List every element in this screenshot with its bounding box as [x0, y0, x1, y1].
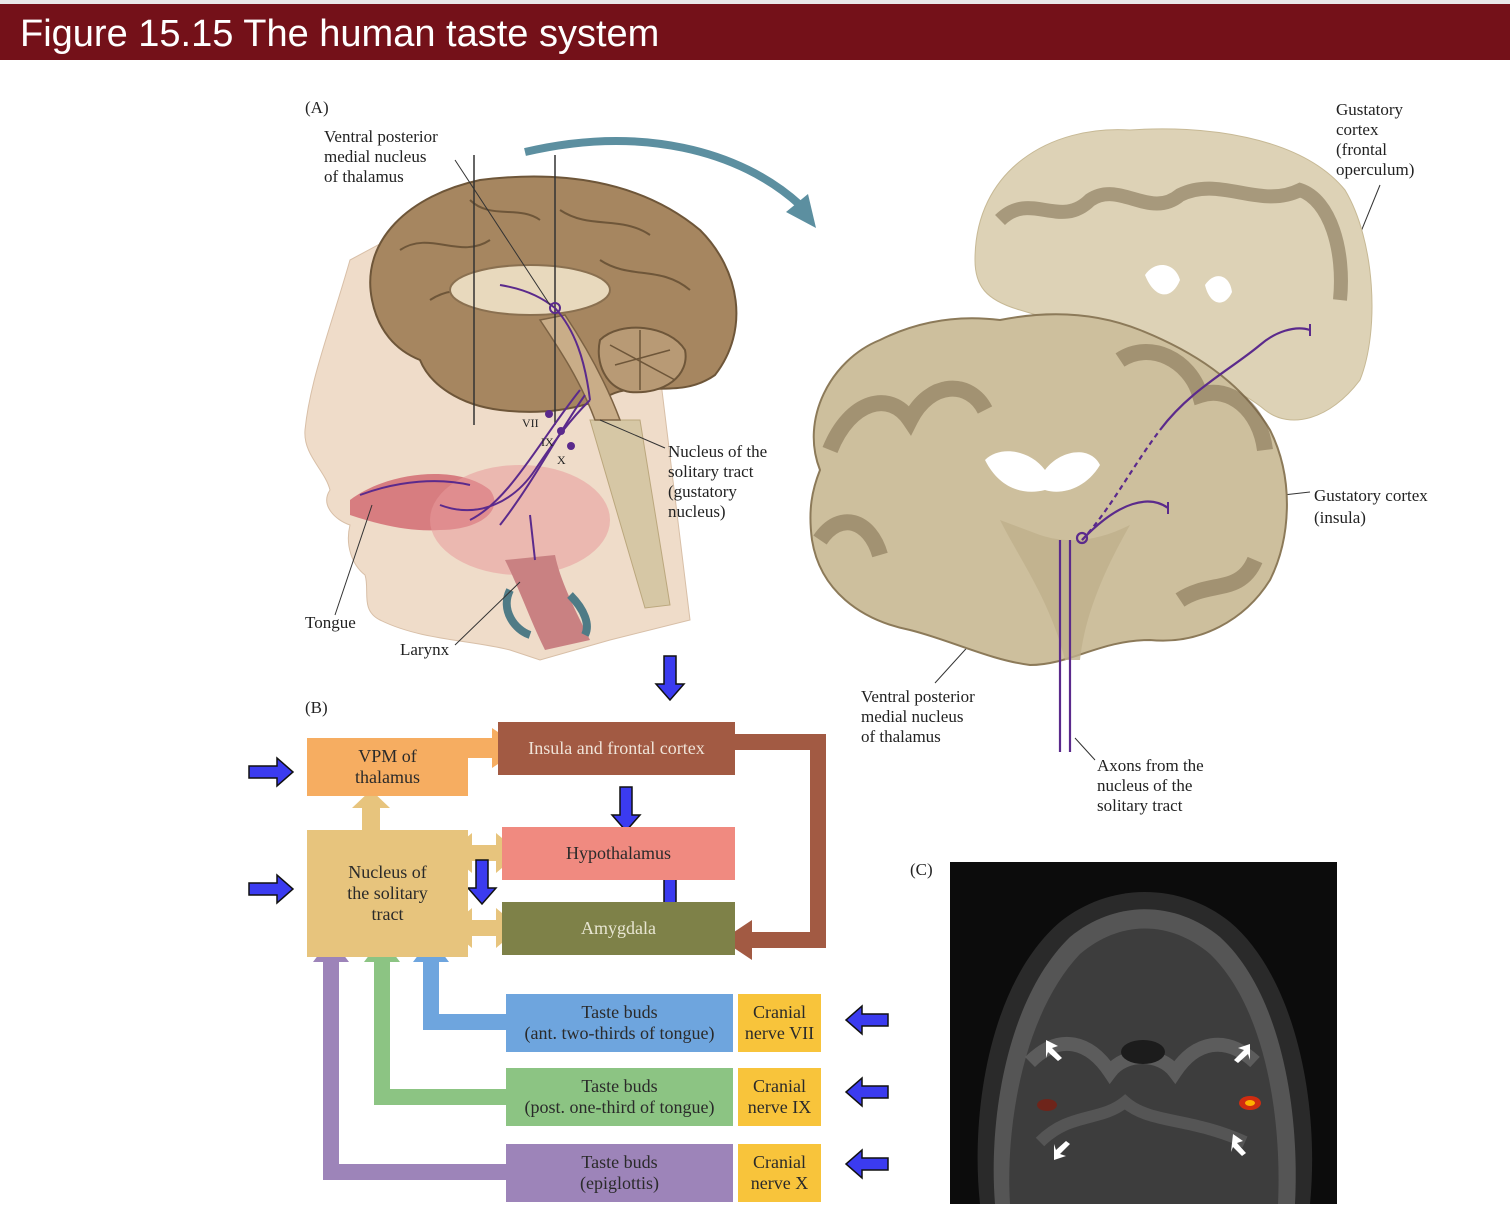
panel-a-letter: (A): [305, 98, 329, 117]
pharynx: [505, 555, 590, 650]
panel-b-letter: (B): [305, 698, 328, 717]
spinal-column: [589, 419, 671, 609]
gustatory-pathway-coronal: [1058, 327, 1311, 752]
blue-arrow-left-vii: [844, 1004, 889, 1036]
taste-post-connector: [374, 960, 506, 1105]
label-vpm-bottom: Ventral posterior medial nucleus of thal…: [861, 687, 975, 746]
label-axons: Axons from the nucleus of the solitary t…: [1097, 756, 1204, 815]
box-amygdala: Amygdala: [502, 902, 735, 955]
label-gustatory-frontal: Gustatory cortex (frontal operculum): [1336, 100, 1415, 179]
corpus-callosum: [449, 264, 611, 316]
vpm-to-insula-arrow: [468, 728, 522, 768]
box-taste-ant: Taste buds (ant. two-thirds of tongue): [506, 994, 733, 1052]
label-nucleus-solitary: Nucleus of the solitary tract (gustatory…: [668, 442, 768, 521]
blue-arrow-down-insula: [610, 786, 642, 833]
blue-arrow-left-ix: [844, 1076, 889, 1108]
label-nerve-vii: VII: [522, 416, 539, 430]
insula-to-amygdala-arrow: [735, 734, 826, 948]
cerebellum: [597, 326, 687, 394]
larynx-shape: [502, 588, 532, 639]
label-nerve-x: X: [557, 453, 566, 467]
panel-c-letter: (C): [910, 860, 933, 879]
box-nucleus-solitary: Nucleus of the solitary tract: [307, 830, 468, 957]
blue-arrow-right-nucleus: [248, 873, 295, 905]
box-insula: Insula and frontal cortex: [498, 722, 735, 775]
label-nerve-ix: IX: [541, 435, 554, 449]
label-gustatory-insula: Gustatory cortex (insula): [1314, 486, 1428, 527]
blue-arrow-down-nucleus: [466, 859, 498, 906]
mri-white-arrows: [1046, 1040, 1250, 1160]
taste-ant-connector: [423, 960, 506, 1030]
taste-epi-connector: [323, 960, 506, 1180]
figure-title: Figure 15.15 The human taste system: [0, 0, 1510, 60]
throat-shading: [430, 465, 610, 575]
label-larynx: Larynx: [400, 640, 450, 659]
box-vpm: VPM of thalamus: [307, 738, 468, 796]
label-tongue: Tongue: [305, 613, 356, 632]
mri-scan: [950, 862, 1337, 1204]
box-cranial-ix: Cranial nerve IX: [738, 1068, 821, 1126]
blue-arrow-right-vpm: [248, 756, 295, 788]
blue-arrow-left-x: [844, 1148, 889, 1180]
nucleus-to-vpm-arrow: [352, 790, 390, 830]
box-cranial-x: Cranial nerve X: [738, 1144, 821, 1202]
label-vpm-top: Ventral posterior medial nucleus of thal…: [324, 127, 438, 186]
brainstem: [538, 314, 622, 421]
blue-arrow-down-top: [654, 655, 686, 702]
curved-arrow: [524, 137, 803, 208]
gustatory-pathway-a: [359, 284, 591, 561]
box-hypothalamus: Hypothalamus: [502, 827, 735, 880]
box-cranial-vii: Cranial nerve VII: [738, 994, 821, 1052]
mri-image: [977, 892, 1313, 1204]
box-taste-epi: Taste buds (epiglottis): [506, 1144, 733, 1202]
box-taste-post: Taste buds (post. one-third of tongue): [506, 1068, 733, 1126]
